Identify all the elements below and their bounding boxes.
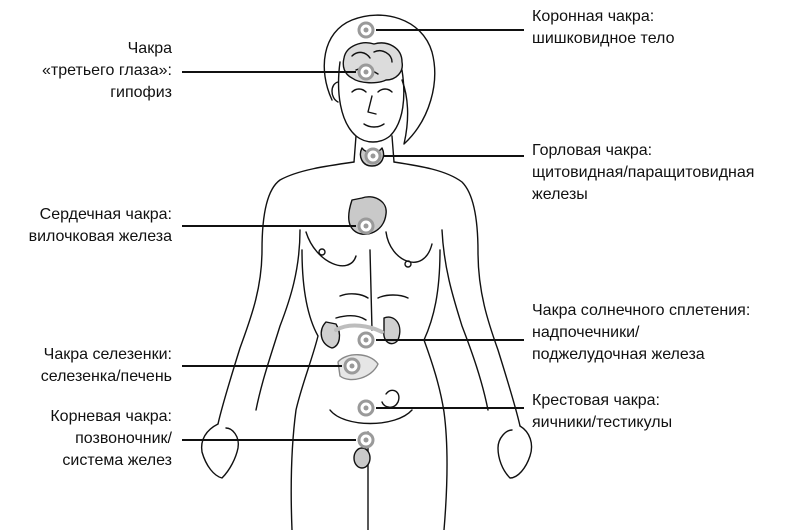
- label-line: Сердечная чакра:: [39, 206, 172, 223]
- chakra-point-center-third-eye: [363, 69, 369, 75]
- abdomen-line: [369, 249, 373, 331]
- label-line: Крестовая чакра:: [532, 392, 660, 409]
- label-line: Чакра селезенки:: [43, 346, 172, 363]
- chakra-point-center-sacral: [363, 405, 369, 411]
- eyes: [351, 88, 393, 93]
- chakra-point-center-spleen: [349, 363, 355, 369]
- chakra-points: [343, 21, 382, 449]
- waist-left: [290, 249, 319, 530]
- label-line: шишковидное тело: [532, 30, 675, 47]
- leader-lines: [182, 29, 524, 441]
- inner-arm-left: [255, 229, 301, 411]
- hand-left: [200, 423, 240, 479]
- abs: [335, 293, 409, 321]
- chakra-point-center-heart: [363, 223, 369, 229]
- label-spleen: Чакра селезенки: селезенка/печень: [4, 344, 172, 388]
- chest-left: [305, 231, 357, 267]
- nose: [367, 95, 377, 115]
- inner-arm-right: [441, 229, 489, 411]
- label-root: Корневая чакра: позвоночник/ система жел…: [4, 406, 172, 472]
- label-sacral: Крестовая чакра: яичники/тестикулы: [532, 390, 672, 434]
- label-line: надпочечники/: [532, 324, 640, 341]
- chakra-point-center-root: [363, 437, 369, 443]
- chest-right: [385, 231, 433, 263]
- ovary-loop: [381, 389, 400, 408]
- label-solar-plexus: Чакра солнечного сплетения: надпочечники…: [532, 300, 750, 366]
- label-line: Чакра: [127, 40, 172, 57]
- neck: [353, 135, 395, 163]
- label-line: Горловая чакра:: [532, 142, 653, 159]
- label-crown: Коронная чакра: шишковидное тело: [532, 6, 674, 50]
- label-line: щитовидная/паращитовидная: [532, 164, 755, 181]
- label-heart: Сердечная чакра: вилочковая железа: [0, 204, 172, 248]
- ear: [331, 81, 339, 103]
- label-line: вилочковая железа: [28, 228, 172, 245]
- label-line: система желез: [62, 452, 172, 469]
- torso-right: [393, 161, 521, 427]
- adrenal-left: [320, 321, 341, 349]
- chakra-point-center-solar-plexus: [363, 337, 369, 343]
- label-line: поджелудочная железа: [532, 346, 705, 363]
- hand-right: [497, 425, 533, 479]
- torso-left: [217, 161, 355, 425]
- label-line: железы: [532, 186, 588, 203]
- label-line: яичники/тестикулы: [532, 414, 673, 431]
- label-line: селезенка/печень: [40, 368, 172, 385]
- chakra-point-center-crown: [363, 27, 369, 33]
- mouth: [363, 123, 385, 128]
- hair-outline: [323, 14, 436, 145]
- nipple-left: [318, 248, 326, 256]
- label-line: позвоночник/: [75, 430, 172, 447]
- pelvis: [329, 409, 413, 425]
- label-throat: Горловая чакра: щитовидная/паращитовидна…: [532, 140, 754, 206]
- label-line: Корневая чакра:: [50, 408, 172, 425]
- label-line: гипофиз: [110, 84, 172, 101]
- waist-right: [423, 249, 448, 530]
- face-outline: [337, 61, 405, 143]
- label-line: Коронная чакра:: [532, 8, 655, 25]
- chakra-point-center-throat: [370, 153, 376, 159]
- testes: [353, 447, 371, 469]
- label-line: «третьего глаза»:: [42, 62, 172, 79]
- pancreas: [334, 323, 384, 334]
- nipple-right: [404, 260, 412, 268]
- label-third-eye: Чакра «третьего глаза»: гипофиз: [14, 38, 172, 104]
- label-line: Чакра солнечного сплетения:: [532, 302, 751, 319]
